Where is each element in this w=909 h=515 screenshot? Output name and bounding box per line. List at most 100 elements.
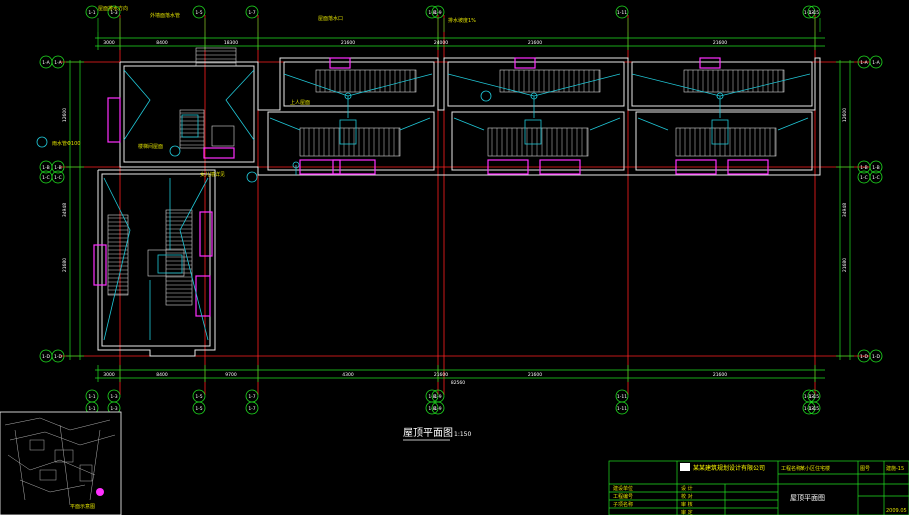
axis-top-7-label: 1-13 [804,10,814,16]
dim-bottom-1: 8400 [156,372,168,378]
axis-bottom2-8-label: 1-15 [809,406,819,412]
axis-right2-2-label: 1-C [872,175,880,181]
drain-points [36,90,724,183]
axis-right2-1-label: 1-B [872,165,879,171]
axis-bottom2-3: 1-7 [245,401,259,415]
project-label: 工程名称 [781,465,801,472]
axis-top-1: 1-3 [107,5,121,19]
axis-left-3-label: 1-D [42,354,50,360]
note-3: 屋面落水口 [318,15,343,22]
axis-top-3-label: 1-7 [248,10,255,16]
dimension-texts: 3000 8400 18300 21600 24000 21600 21600 3000 840… [62,40,848,386]
dim-right-1: 34948 [842,203,848,217]
axis-bottom2-7: 1-13 [802,401,816,415]
dim-top-5: 21600 [528,40,542,46]
axis-left-2-label: 1-C [42,175,50,181]
axis-right-2-label: 1-C [860,175,868,181]
sheet-title: 屋顶平面图 [790,494,825,502]
dim-bottom-3: 4300 [342,372,354,378]
title-block [608,460,909,515]
axis-right2-0-label: 1-A [872,60,880,66]
axis-bottom-7-label: 1-13 [804,394,814,400]
company-logo-icon [680,463,690,471]
axis-bottom-2-label: 1-5 [195,394,202,400]
tb-left-2: 工程编号 [613,493,633,500]
axis-top-0-label: 1-1 [88,10,95,16]
axis-top-2-label: 1-5 [195,10,202,16]
dim-left-0: 12600 [62,108,68,122]
axis-top-8-label: 1-15 [809,10,819,16]
axis-bottom2-2: 1-5 [192,401,206,415]
building-outline [97,57,821,357]
window-parapets [93,57,769,317]
note-7: 女儿墙详见 [200,171,225,178]
axis-top-0: 1-1 [85,5,99,19]
tb-row-3: 审 核 [681,501,693,508]
annotation-notes: 屋面排水方向 外墙面落水管 屋面落水口 上人屋面 排水坡度1% 雨水管Φ100 … [52,5,476,178]
note-4: 上人屋面 [290,99,310,106]
axis-left-1-label: 1-B [42,165,49,171]
note-2: 外墙面落水管 [150,12,180,19]
dim-bottom-6: 21600 [713,372,727,378]
axis-top-7: 1-13 [802,5,816,19]
axis-right2-3: 1-D [869,349,883,363]
dim-right-2: 21680 [842,258,848,272]
axis-bottom-8-label: 1-15 [809,394,819,400]
axis-bottom2-7-label: 1-13 [804,406,814,412]
stairwell-cores [157,114,729,274]
axis-bottom2-2-label: 1-5 [195,406,202,412]
note-6: 雨水管Φ100 [52,140,80,147]
axis-bottom2-1-label: 1-3 [110,406,117,412]
axis-bottom2-5: 1-9 [431,401,445,415]
axis-bottom-3-label: 1-7 [248,394,255,400]
axis-top-6: 1-11 [615,5,629,19]
dim-top-2: 18300 [224,40,238,46]
axis-top-5: 1-9 [431,5,445,19]
axis-right2-0: 1-A [869,55,883,69]
axis-bottom2-6: 1-11 [615,401,629,415]
dim-right-0: 12600 [842,108,848,122]
dim-top-1: 8400 [156,40,168,46]
dimension-lines [66,32,854,382]
axis-right-1-label: 1-B [860,165,867,171]
dim-top-4: 24000 [434,40,448,46]
axis-bottom2-6-label: 1-11 [617,406,627,412]
tb-row-4: 审 定 [681,509,693,515]
tb-left-3: 子项名称 [613,501,633,508]
key-plan: 平面示意图 [0,411,122,515]
axis-bottom-5-label: 1-9 [434,394,441,400]
dim-total: 82560 [451,380,465,386]
axis-bottom2-3-label: 1-7 [248,406,255,412]
note-8: 楼梯间屋面 [138,143,163,150]
axis-right2-2: 1-C [869,170,883,184]
axis-left2-2: 1-C [51,170,65,184]
axis-right2-3-label: 1-D [872,354,880,360]
axis-top-1-label: 1-3 [110,10,117,16]
axis-bottom2-0-label: 1-1 [88,406,95,412]
drawing-date: 2009.05 [886,508,907,514]
note-5: 排水坡度1% [448,17,476,24]
axis-right2-1: 1-B [869,160,883,174]
axis-top-2: 1-5 [192,5,206,19]
axis-left2-2-label: 1-C [54,175,62,181]
stair-treads [108,50,784,302]
axis-bottom-0-label: 1-1 [88,394,95,400]
roof-drainage-lines [103,69,811,341]
axis-top-6-label: 1-11 [617,10,627,16]
dim-top-6: 21600 [713,40,727,46]
axis-bottom-1-label: 1-3 [110,394,117,400]
axis-top-8: 1-15 [807,5,821,19]
title-block-texts: 某某建筑规划设计有限公司 工程名称 某小区住宅楼 屋顶平面图 图号 建施-15 … [613,463,907,515]
dim-bottom-4: 21600 [434,372,448,378]
drawing-no: 建施-15 [886,465,904,472]
drawing-scale: 1:150 [454,431,471,438]
dim-left-1: 34948 [62,203,68,217]
dim-top-0: 3000 [103,40,115,46]
tb-row-2: 校 对 [681,493,693,500]
axis-right-3-label: 1-D [860,354,868,360]
dim-bottom-0: 3000 [103,372,115,378]
axis-left2-1: 1-B [51,160,65,174]
tb-row-1: 设 计 [681,485,693,492]
